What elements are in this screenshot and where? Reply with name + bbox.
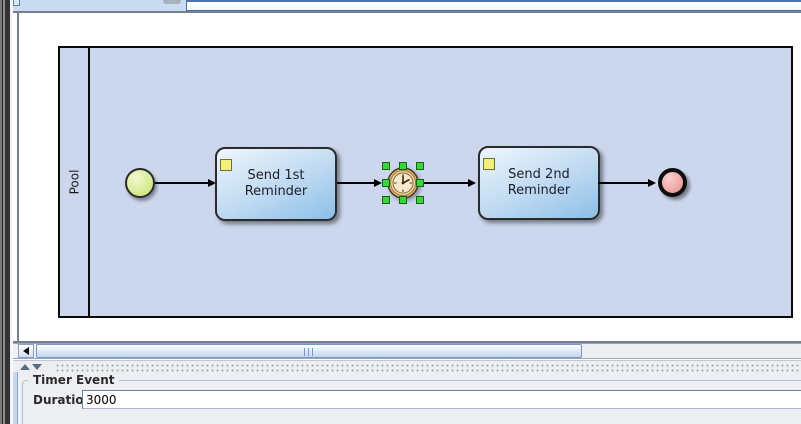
flow-line <box>337 182 376 184</box>
arrow-head-icon <box>468 179 476 187</box>
arrow-head-icon <box>648 179 656 187</box>
properties-panel: Timer Event Duration <box>13 372 801 424</box>
task-marker-icon <box>483 158 495 170</box>
selection-handle[interactable] <box>382 196 390 204</box>
selection-handle[interactable] <box>416 179 424 187</box>
collapse-up-button[interactable] <box>20 364 30 370</box>
pool-label: Pool <box>66 169 81 195</box>
start-event-node[interactable] <box>125 168 155 198</box>
selection-handle[interactable] <box>416 196 424 204</box>
selection-handle[interactable] <box>416 162 424 170</box>
flow-line <box>155 182 208 184</box>
task-send-2nd-reminder[interactable]: Send 2nd Reminder <box>478 146 600 220</box>
scroll-left-icon <box>23 347 29 355</box>
arrow-head-icon <box>208 179 216 187</box>
end-event-node[interactable] <box>658 168 687 197</box>
timer-event-node[interactable] <box>382 162 424 204</box>
hscrollbar-track[interactable] <box>583 344 799 358</box>
canvas-frame-left-border <box>17 13 19 341</box>
horizontal-scrollbar[interactable] <box>13 343 801 359</box>
split-divider-dots <box>55 363 799 372</box>
selection-handle[interactable] <box>399 162 407 170</box>
task-label: Send 2nd Reminder <box>507 166 571 198</box>
collapse-down-button[interactable] <box>32 364 42 370</box>
task-send-1st-reminder[interactable]: Send 1st Reminder <box>215 147 337 221</box>
scroll-left-button[interactable] <box>18 344 34 358</box>
group-title: Timer Event <box>28 373 120 387</box>
flow-line <box>598 182 650 184</box>
flow-line <box>422 182 468 184</box>
duration-input[interactable] <box>82 390 801 409</box>
arrow-head-icon <box>374 179 382 187</box>
panel-left-edge <box>13 372 18 424</box>
timer-event-group-box <box>22 380 801 424</box>
split-divider[interactable] <box>13 360 801 372</box>
diagram-canvas[interactable]: Pool Send 1st Reminder <box>19 13 801 341</box>
task-marker-icon <box>220 159 232 171</box>
selection-handle[interactable] <box>399 196 407 204</box>
top-scrollbar-track[interactable] <box>186 0 801 11</box>
left-edge-strip <box>0 0 13 424</box>
timer-clock-icon <box>387 167 419 199</box>
top-divider-handle[interactable] <box>163 0 181 4</box>
canvas-frame-top-border <box>13 11 801 13</box>
thumb-grip-icon <box>304 348 316 356</box>
selection-handle[interactable] <box>382 162 390 170</box>
task-label: Send 1st Reminder <box>244 167 308 199</box>
corner-notch <box>13 0 20 6</box>
pool-label-band[interactable]: Pool <box>60 48 90 316</box>
selection-handle[interactable] <box>382 179 390 187</box>
duration-label: Duration <box>33 393 93 407</box>
hscrollbar-thumb[interactable] <box>36 344 582 358</box>
canvas-bottom-border <box>13 341 801 343</box>
